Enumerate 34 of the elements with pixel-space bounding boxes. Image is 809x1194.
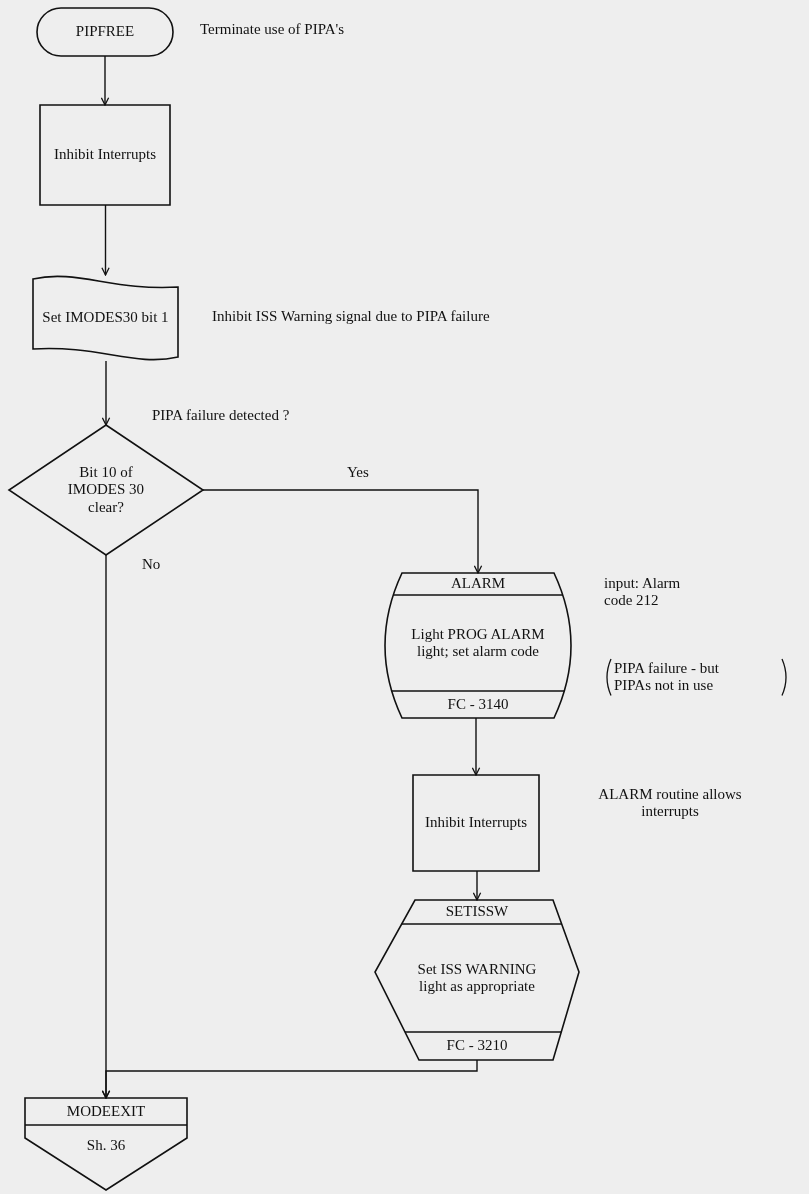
node-text: MODEEXIT: [66, 1102, 146, 1121]
node-text: Set ISS WARNING light as appropriate: [416, 960, 538, 996]
node-text: SETISSW: [445, 903, 509, 921]
annotation-text: input: Alarm code 212: [604, 575, 682, 610]
node-text: Bit 10 of IMODES 30 clear?: [66, 464, 146, 516]
node-text: ALARM: [450, 575, 506, 593]
subroutine-box: [385, 573, 571, 718]
annotation-text: Inhibit ISS Warning signal due to PIPA failure: [212, 308, 491, 326]
terminal-box: [37, 8, 173, 56]
annotation-text: PIPA failure detected ?: [152, 407, 291, 425]
arrow: [202, 489, 483, 574]
arrow: [100, 55, 110, 106]
arrow: [101, 1059, 478, 1099]
node-text: FC - 3140: [447, 695, 509, 714]
node-text: FC - 3210: [446, 1037, 508, 1055]
subroutine-box: [375, 900, 579, 1060]
node-text: Set IMODES30 bit 1: [42, 309, 169, 327]
arrow: [472, 870, 482, 901]
arrow: [101, 360, 111, 426]
annotation-text: ALARM routine allows interrupts: [597, 786, 743, 821]
node-text: Inhibit Interrupts: [424, 814, 528, 832]
node-text: PIPFREE: [75, 23, 135, 41]
node-text: Inhibit Interrupts: [53, 146, 157, 164]
punched-tape-box: [33, 275, 178, 361]
decision-diamond: [9, 425, 203, 555]
offpage-connector: [25, 1098, 187, 1190]
process-box: [40, 105, 170, 205]
arrow: [471, 717, 481, 776]
node-text: Sh. 36: [86, 1136, 126, 1155]
arrow: [101, 204, 110, 276]
annotation-text: PIPA failure - but PIPAs not in use: [614, 660, 720, 695]
node-text: Light PROG ALARM light; set alarm code: [410, 625, 546, 661]
process-box: [413, 775, 539, 871]
annotation-text: Terminate use of PIPA's: [200, 21, 345, 39]
